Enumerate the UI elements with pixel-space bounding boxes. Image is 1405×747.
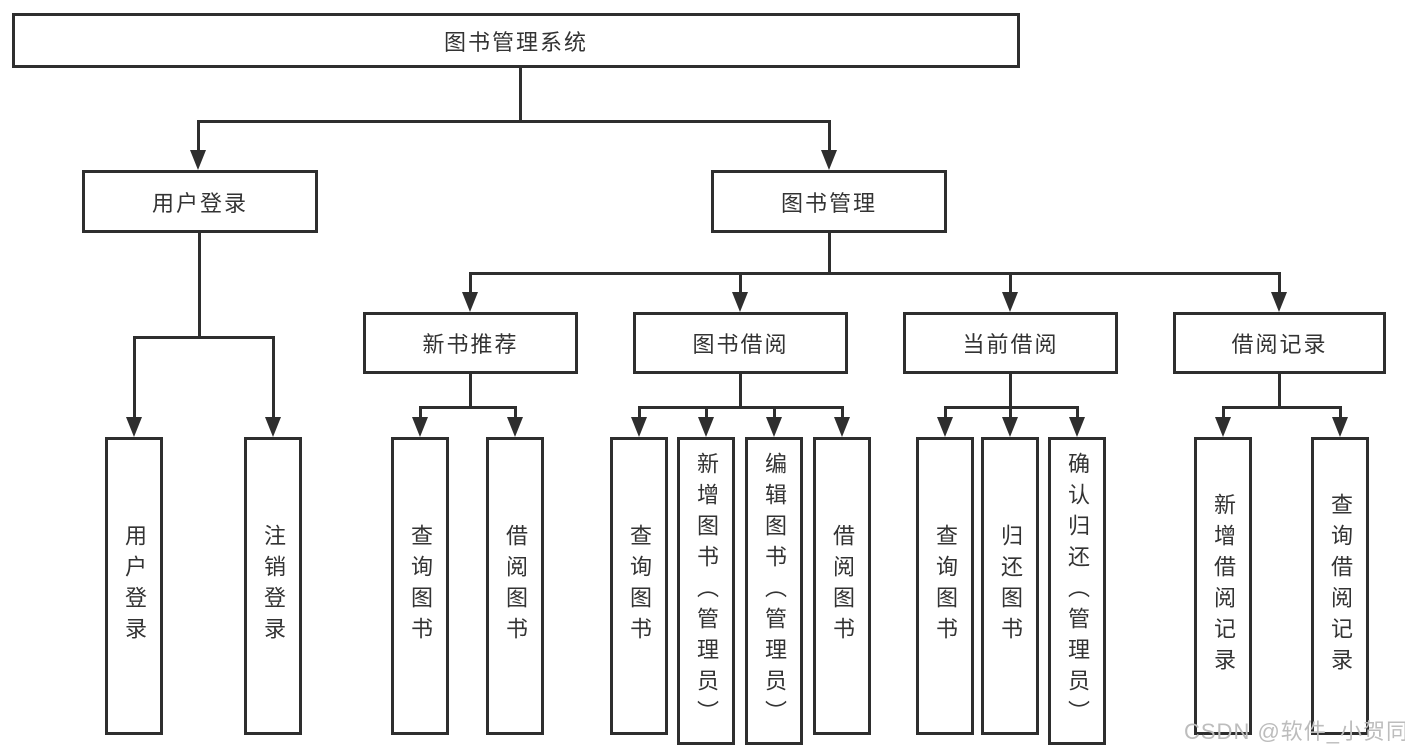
arrow-to-book-mgmt <box>821 120 837 170</box>
arrow-to-leaf-bb-query <box>631 406 647 437</box>
leaf-br-query-record: 查询借阅记录 <box>1311 437 1369 735</box>
leaf-logout-label: 注销登录 <box>261 524 286 648</box>
leaf-logout: 注销登录 <box>244 437 302 735</box>
connector-user-login-stem <box>198 233 201 338</box>
leaf-bb-edit-books-admin: 编辑图书（管理员） <box>745 437 803 745</box>
leaf-bb-add-books-admin-label: 新增图书（管理员） <box>694 451 719 731</box>
node-book-mgmt: 图书管理 <box>711 170 947 233</box>
connector-new-book-rec-stem <box>469 374 472 408</box>
arrow-to-leaf-br-query <box>1332 406 1348 437</box>
leaf-bb-query-books: 查询图书 <box>610 437 668 735</box>
connector-book-borrow-stem <box>739 374 742 408</box>
connector-new-book-rec-hline <box>420 406 517 409</box>
leaf-cb-confirm-return-admin-label: 确认归还（管理员） <box>1065 451 1090 731</box>
node-current-borrow: 当前借阅 <box>903 312 1118 374</box>
arrow-to-borrow-record <box>1271 272 1287 312</box>
leaf-user-login-label: 用户登录 <box>122 524 147 648</box>
leaf-nbr-query-books: 查询图书 <box>391 437 449 735</box>
arrow-to-leaf-nbr-query <box>412 406 428 437</box>
leaf-cb-query-books: 查询图书 <box>916 437 974 735</box>
arrow-to-leaf-cb-query <box>937 406 953 437</box>
node-book-mgmt-label: 图书管理 <box>780 190 877 216</box>
connector-book-mgmt-stem <box>828 233 831 274</box>
leaf-bb-query-books-label: 查询图书 <box>627 524 652 648</box>
connector-level1-hline <box>197 120 831 123</box>
leaf-br-query-record-label: 查询借阅记录 <box>1328 493 1353 679</box>
leaf-bb-borrow-books-label: 借阅图书 <box>830 524 855 648</box>
leaf-br-add-record: 新增借阅记录 <box>1194 437 1252 735</box>
csdn-watermark: CSDN @软件_小贺同学 <box>1184 719 1405 744</box>
connector-root-stem <box>519 68 522 123</box>
leaf-cb-confirm-return-admin: 确认归还（管理员） <box>1048 437 1106 745</box>
node-book-borrow: 图书借阅 <box>633 312 848 374</box>
leaf-cb-query-books-label: 查询图书 <box>933 524 958 648</box>
node-current-borrow-label: 当前借阅 <box>962 332 1059 357</box>
leaf-user-login: 用户登录 <box>105 437 163 735</box>
node-book-borrow-label: 图书借阅 <box>692 332 789 357</box>
arrow-to-current-borrow <box>1002 272 1018 312</box>
connector-book-borrow-hline <box>639 406 844 409</box>
connector-borrow-record-hline <box>1223 406 1342 409</box>
node-borrow-record: 借阅记录 <box>1173 312 1386 374</box>
node-user-login: 用户登录 <box>82 170 318 233</box>
leaf-br-add-record-label: 新增借阅记录 <box>1211 493 1236 679</box>
leaf-cb-return-books: 归还图书 <box>981 437 1039 735</box>
node-root: 图书管理系统 <box>12 13 1020 68</box>
connector-level2-hline <box>469 272 1281 275</box>
connector-user-login-hline <box>134 336 275 339</box>
connector-current-borrow-hline <box>945 406 1079 409</box>
leaf-nbr-query-books-label: 查询图书 <box>408 524 433 648</box>
connector-borrow-record-stem <box>1278 374 1281 408</box>
node-new-book-rec-label: 新书推荐 <box>422 332 519 357</box>
node-borrow-record-label: 借阅记录 <box>1231 332 1328 357</box>
node-root-label: 图书管理系统 <box>443 29 588 55</box>
arrow-to-leaf-br-add <box>1215 406 1231 437</box>
node-new-book-rec: 新书推荐 <box>363 312 578 374</box>
leaf-nbr-borrow-books-label: 借阅图书 <box>503 524 528 648</box>
arrow-to-leaf-bb-borrow <box>834 406 850 437</box>
arrow-to-leaf-cb-confirm <box>1069 406 1085 437</box>
arrow-to-book-borrow <box>732 272 748 312</box>
node-user-login-label: 用户登录 <box>151 190 248 216</box>
arrow-to-leaf-logout <box>265 336 281 437</box>
leaf-bb-edit-books-admin-label: 编辑图书（管理员） <box>762 451 787 731</box>
arrow-to-leaf-user-login <box>126 336 142 437</box>
connector-current-borrow-stem <box>1009 374 1012 408</box>
arrow-to-leaf-bb-add <box>698 406 714 437</box>
leaf-nbr-borrow-books: 借阅图书 <box>486 437 544 735</box>
leaf-bb-add-books-admin: 新增图书（管理员） <box>677 437 735 745</box>
arrow-to-leaf-cb-return <box>1002 406 1018 437</box>
arrow-to-leaf-bb-edit <box>766 406 782 437</box>
arrow-to-new-book-rec <box>462 272 478 312</box>
arrow-to-user-login <box>190 120 206 170</box>
arrow-to-leaf-nbr-borrow <box>507 406 523 437</box>
leaf-cb-return-books-label: 归还图书 <box>998 524 1023 648</box>
leaf-bb-borrow-books: 借阅图书 <box>813 437 871 735</box>
